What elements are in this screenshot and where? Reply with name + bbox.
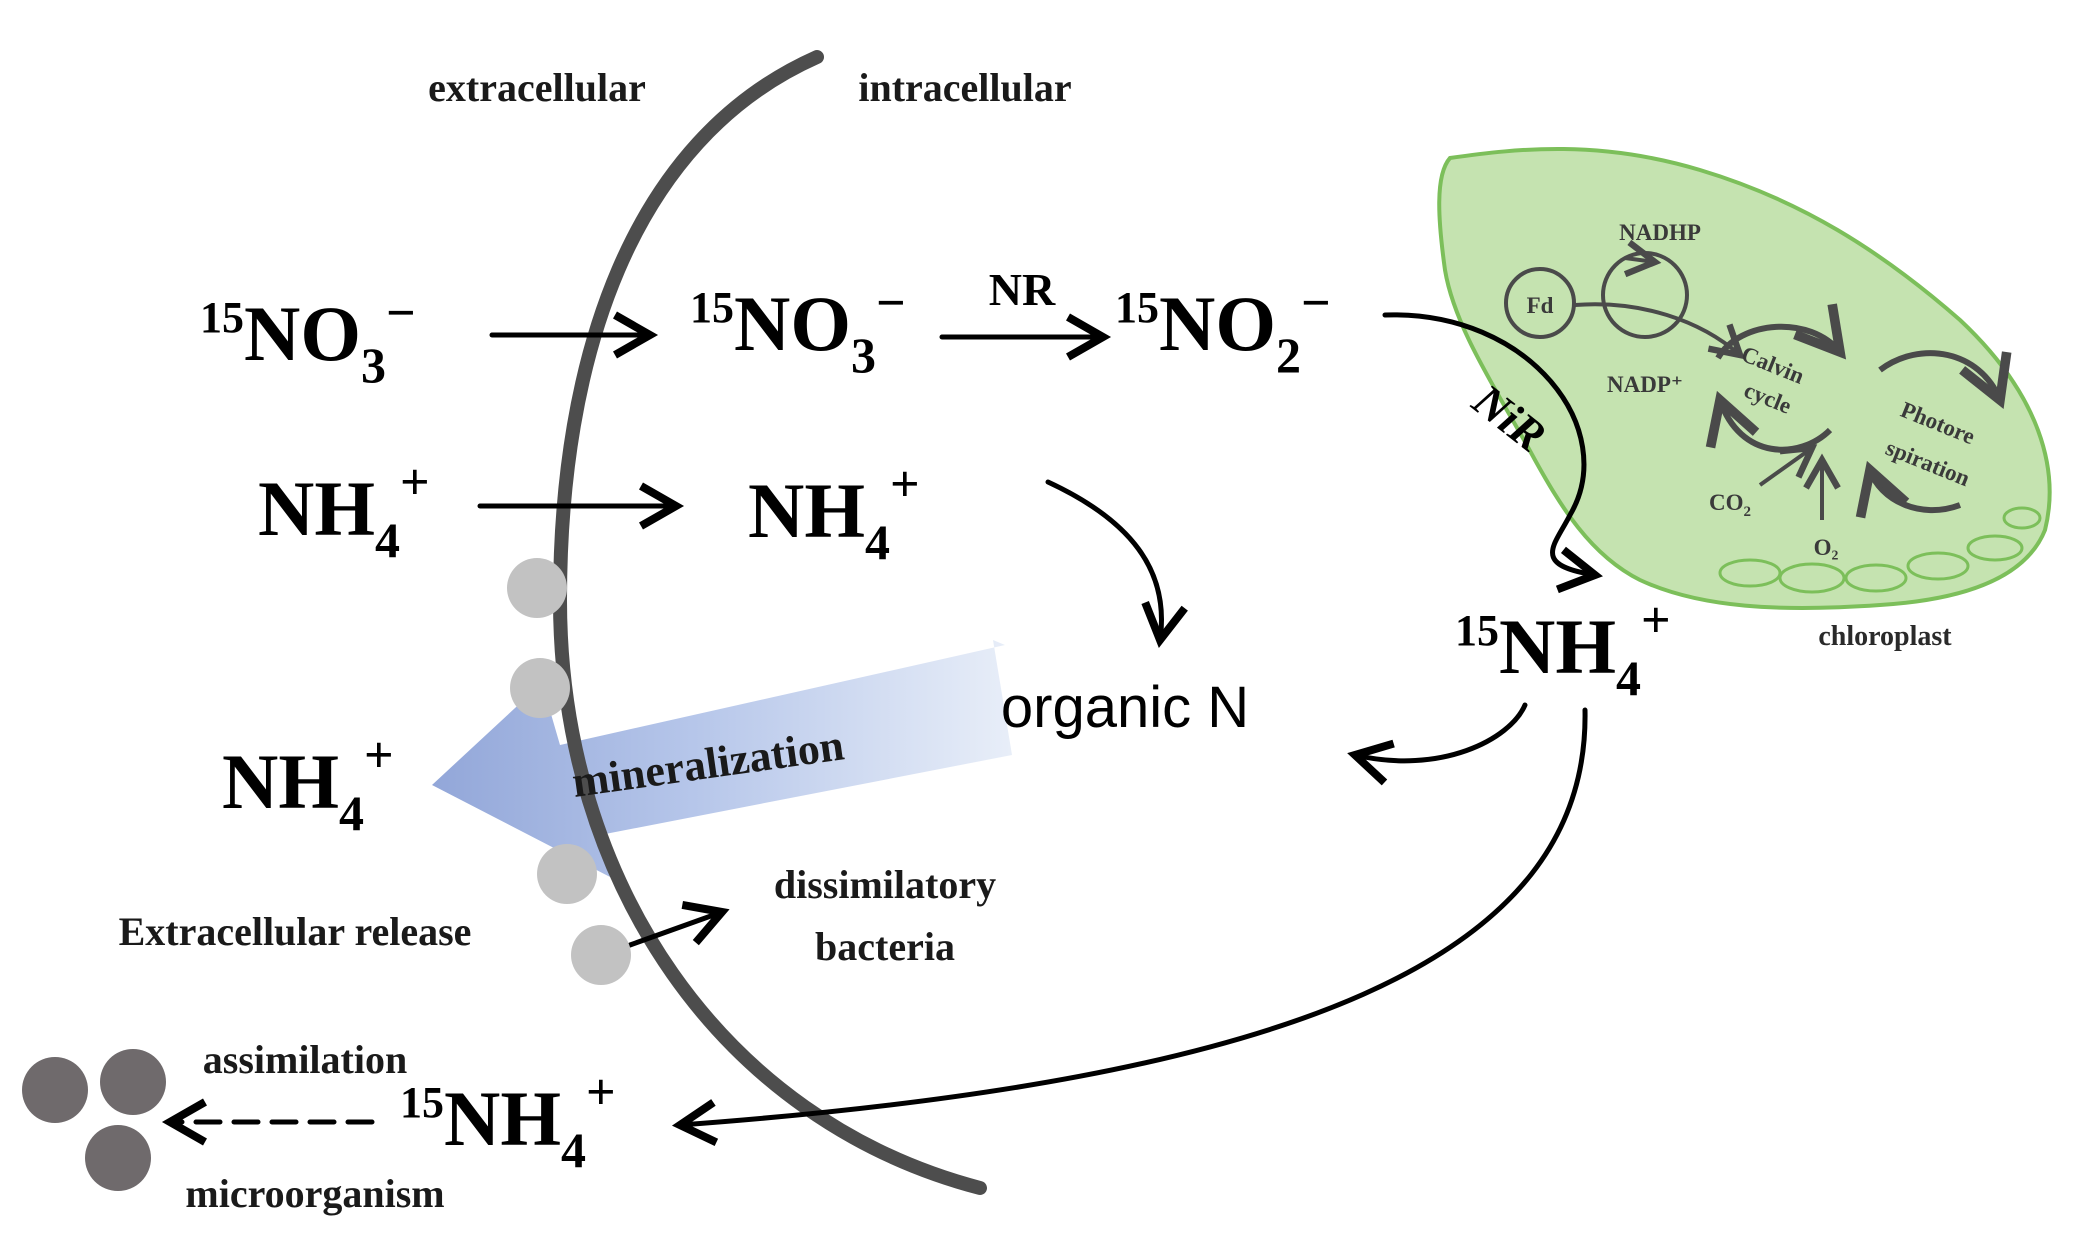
thylakoids <box>1718 506 2042 594</box>
labeled-ammonium-intracellular: 15NH4+ <box>1455 592 1671 706</box>
ammonium-intracellular: NH4+ <box>748 456 920 570</box>
fd-to-calvin-arrow <box>1574 302 1745 360</box>
chloroplast-label: chloroplast <box>1818 621 1952 652</box>
o2-label: O₂ <box>1814 535 1839 560</box>
fd-circle <box>1504 267 1576 339</box>
cell-membrane <box>552 50 987 1195</box>
nadp-cycle-arrow-icon <box>1623 239 1662 278</box>
organic-n-label: organic N <box>1001 675 1249 740</box>
chloroplast-body <box>1437 147 2052 610</box>
extracellular-label: extracellular <box>428 65 646 110</box>
mineralization-arrow <box>432 640 1012 878</box>
dissimilatory-bacteria-label-2: bacteria <box>815 924 955 969</box>
photorespiration-arc-top <box>1878 350 2012 409</box>
labeled-ammonium-release-arrow <box>671 707 1588 1146</box>
nitrate-intracellular: 15NO3− <box>690 275 906 383</box>
microorganism-cells <box>22 1049 166 1191</box>
dissimilatory-bacteria-label-1: dissimilatory <box>774 862 996 907</box>
extracellular-release-label: Extracellular release <box>119 909 472 954</box>
photorespiration-arc-bottom <box>1855 460 1962 519</box>
nitrate-extracellular: 15NO3− <box>200 285 416 393</box>
labeled-ammonium-extracellular: 15NH4+ <box>400 1064 616 1178</box>
nadhp-label: NADHP <box>1619 220 1701 245</box>
assimilation-label: assimilation <box>203 1037 407 1082</box>
co2-label: CO2 <box>1709 490 1751 520</box>
labeled-ammonium-to-organic-arrow <box>1347 702 1528 786</box>
microorganism-label: microorganism <box>185 1171 444 1216</box>
ammonium-released: NH4+ <box>222 727 394 841</box>
nitrite-reductase-arrow <box>1382 312 1603 594</box>
membrane-particles <box>507 558 631 985</box>
calvin-cycle-arc-top <box>1715 303 1847 360</box>
ammonium-to-organic-arrow <box>1045 479 1188 648</box>
nitrite-intracellular: 15NO2− <box>1115 275 1331 383</box>
nr-label: NR <box>989 264 1056 315</box>
dissimilatory-bacteria-arrow <box>627 901 730 948</box>
calvin-cycle-arc-bottom <box>1705 390 1833 453</box>
intracellular-label: intracellular <box>858 65 1071 110</box>
nadp-label: NADP⁺ <box>1607 372 1683 397</box>
fd-label: Fd <box>1527 293 1554 318</box>
chloroplast: Fd NADHP NADP⁺ Calvin cycle Photore spir… <box>1437 147 2052 610</box>
ammonium-extracellular: NH4+ <box>258 454 430 568</box>
